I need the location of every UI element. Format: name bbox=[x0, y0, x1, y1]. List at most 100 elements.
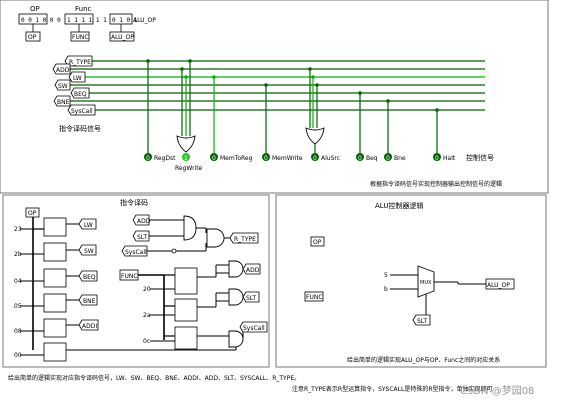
alu-title: ALU控制器逻辑 bbox=[375, 201, 423, 210]
decode-func-pin-label: FUNC bbox=[121, 273, 138, 280]
decode-tunnel-beq[interactable] bbox=[78, 270, 98, 282]
output-halt[interactable] bbox=[433, 153, 441, 161]
aluop-pin-label: ALU_OP bbox=[111, 34, 134, 41]
op-pin-label: OP bbox=[28, 34, 37, 41]
func-out-slt[interactable] bbox=[242, 291, 260, 303]
mux-label: MUX bbox=[420, 280, 432, 286]
rtype-or-gate[interactable] bbox=[183, 215, 197, 241]
op-pin[interactable] bbox=[25, 31, 41, 42]
output-memtoreg-label: MemToReg bbox=[220, 155, 253, 162]
output-beq[interactable] bbox=[356, 153, 364, 161]
tunnel-sw[interactable] bbox=[54, 79, 71, 91]
decode-tunnel-sw-label: SW bbox=[84, 248, 94, 255]
rtype-in-syscall[interactable] bbox=[121, 245, 148, 257]
comparator-lw[interactable] bbox=[43, 217, 67, 237]
decode-tunnel-lw-label: LW bbox=[84, 222, 93, 229]
top-note: 根据指令译码信号实现控制器输出控制信号的逻辑 bbox=[370, 180, 502, 188]
tunnel-bne[interactable] bbox=[53, 95, 71, 107]
slt-select-label: SLT bbox=[417, 318, 427, 325]
op-bits: 0 0 1 0 0 0 bbox=[21, 17, 61, 24]
func-pin[interactable] bbox=[70, 31, 90, 42]
func-label: Func bbox=[75, 5, 92, 13]
comparator-sw[interactable] bbox=[43, 242, 67, 262]
comparator-syscall[interactable] bbox=[174, 326, 198, 350]
alu-func-pin[interactable] bbox=[304, 291, 324, 302]
slt-and-gate[interactable] bbox=[228, 288, 244, 306]
tunnel-addi[interactable] bbox=[52, 63, 71, 75]
decode-op-pin-label: OP bbox=[28, 210, 37, 217]
rtype-in-slt[interactable] bbox=[132, 230, 150, 242]
alu-op-pin-label: OP bbox=[313, 239, 322, 246]
op-label: OP bbox=[30, 5, 40, 13]
output-regdst[interactable] bbox=[144, 153, 152, 161]
decode-tunnel-sw[interactable] bbox=[78, 244, 97, 256]
const-04: 04 bbox=[14, 278, 22, 285]
control-caption: 控制信号 bbox=[466, 153, 494, 162]
rtype-in-add-label: ADD bbox=[137, 218, 151, 225]
output-memtoreg[interactable] bbox=[210, 153, 218, 161]
add-and-gate[interactable] bbox=[228, 260, 244, 278]
output-regwrite[interactable] bbox=[182, 153, 190, 161]
tunnel-syscall[interactable] bbox=[67, 104, 96, 116]
alu-op-out-label: ALU_OP bbox=[487, 282, 510, 289]
alusrc-or-gate[interactable] bbox=[305, 127, 325, 145]
comparator-addi[interactable] bbox=[43, 318, 67, 338]
rtype-and-gate[interactable] bbox=[206, 228, 225, 248]
aluop-pin[interactable] bbox=[109, 31, 135, 42]
syscall-and-gate[interactable] bbox=[228, 330, 244, 348]
func-out-syscall[interactable] bbox=[239, 321, 268, 333]
comparator-add[interactable] bbox=[174, 267, 198, 295]
decode-tunnel-bne[interactable] bbox=[78, 294, 98, 306]
func-bits: 1 1 1 1 1 1 bbox=[67, 17, 107, 24]
slt-select-tunnel[interactable] bbox=[412, 314, 431, 326]
comparator-slt[interactable] bbox=[174, 298, 198, 322]
decode-tunnel-lw[interactable] bbox=[78, 218, 97, 230]
output-bne-label: Bne bbox=[394, 155, 406, 162]
tunnel-beq[interactable] bbox=[70, 87, 90, 99]
const-05: 05 bbox=[14, 303, 22, 310]
tunnel-r-type[interactable] bbox=[64, 55, 93, 67]
output-regwrite-label: RegWrite bbox=[175, 165, 203, 172]
output-bne-value: 0 bbox=[386, 155, 390, 162]
decode-tunnel-addi[interactable] bbox=[78, 319, 99, 331]
output-alusrc[interactable] bbox=[311, 153, 319, 161]
bottom-line-2: 注意R_TYPE表示R型运算指令，SYSCALL是特殊的R型指令，单独实现即可 bbox=[292, 385, 493, 393]
regwrite-or-gate[interactable] bbox=[176, 135, 196, 153]
rtype-logic: ADD SLT SysCall R_TYPE bbox=[121, 214, 259, 257]
aluop-bits: 0 1 0 1 bbox=[112, 17, 138, 24]
func-const-0c: 0c bbox=[143, 338, 150, 345]
tunnel-bne-label: BNE bbox=[57, 99, 70, 106]
alu-op-mux[interactable] bbox=[417, 265, 435, 298]
alu-func-pin-label: FUNC bbox=[306, 294, 323, 301]
bottom-line-1: 给出简单的逻辑实现对应指令译码信号，LW、SW、BEQ、BNE、ADDI、ADD… bbox=[8, 374, 300, 382]
func-out-add[interactable] bbox=[242, 263, 261, 275]
const-23: 23 bbox=[14, 226, 22, 233]
rtype-in-add[interactable] bbox=[132, 214, 150, 226]
output-regdst-value: 0 bbox=[146, 155, 150, 162]
func-out-slt-label: SLT bbox=[246, 295, 256, 302]
output-memwrite[interactable] bbox=[262, 153, 270, 161]
output-beq-label: Beq bbox=[366, 155, 378, 162]
tunnel-addi-label: ADDI bbox=[56, 67, 71, 74]
alu-note: 给出简单的逻辑实现ALU_OP与OP、Func之间的对应关系 bbox=[347, 356, 500, 364]
const-00: 00 bbox=[14, 352, 22, 359]
control-outputs: 0 RegDst 1 RegWrite 0 MemToReg 0 MemWrit… bbox=[144, 153, 456, 172]
output-alusrc-value: 0 bbox=[313, 155, 317, 162]
rtype-out-label: R_TYPE bbox=[234, 236, 256, 243]
comparator-rtype[interactable] bbox=[43, 342, 67, 362]
decode-comparators: 23 LW 2b SW 04 BEQ 05 BNE 08 bbox=[14, 217, 236, 362]
decode-tunnel-beq-label: BEQ bbox=[83, 274, 96, 281]
tunnel-lw[interactable] bbox=[68, 71, 86, 83]
output-bne[interactable] bbox=[384, 153, 392, 161]
comparator-beq[interactable] bbox=[43, 268, 67, 288]
comparator-bne[interactable] bbox=[43, 293, 67, 313]
syscall-not[interactable] bbox=[171, 248, 177, 254]
output-memwrite-value: 0 bbox=[264, 155, 268, 162]
alu-op-pin[interactable] bbox=[310, 236, 325, 247]
rtype-out[interactable] bbox=[229, 232, 259, 244]
alu-op-out-pin[interactable] bbox=[485, 278, 515, 290]
mux-in-a: 5 bbox=[384, 272, 388, 279]
const-08: 08 bbox=[14, 328, 22, 335]
top-panel-frame bbox=[0, 0, 549, 194]
